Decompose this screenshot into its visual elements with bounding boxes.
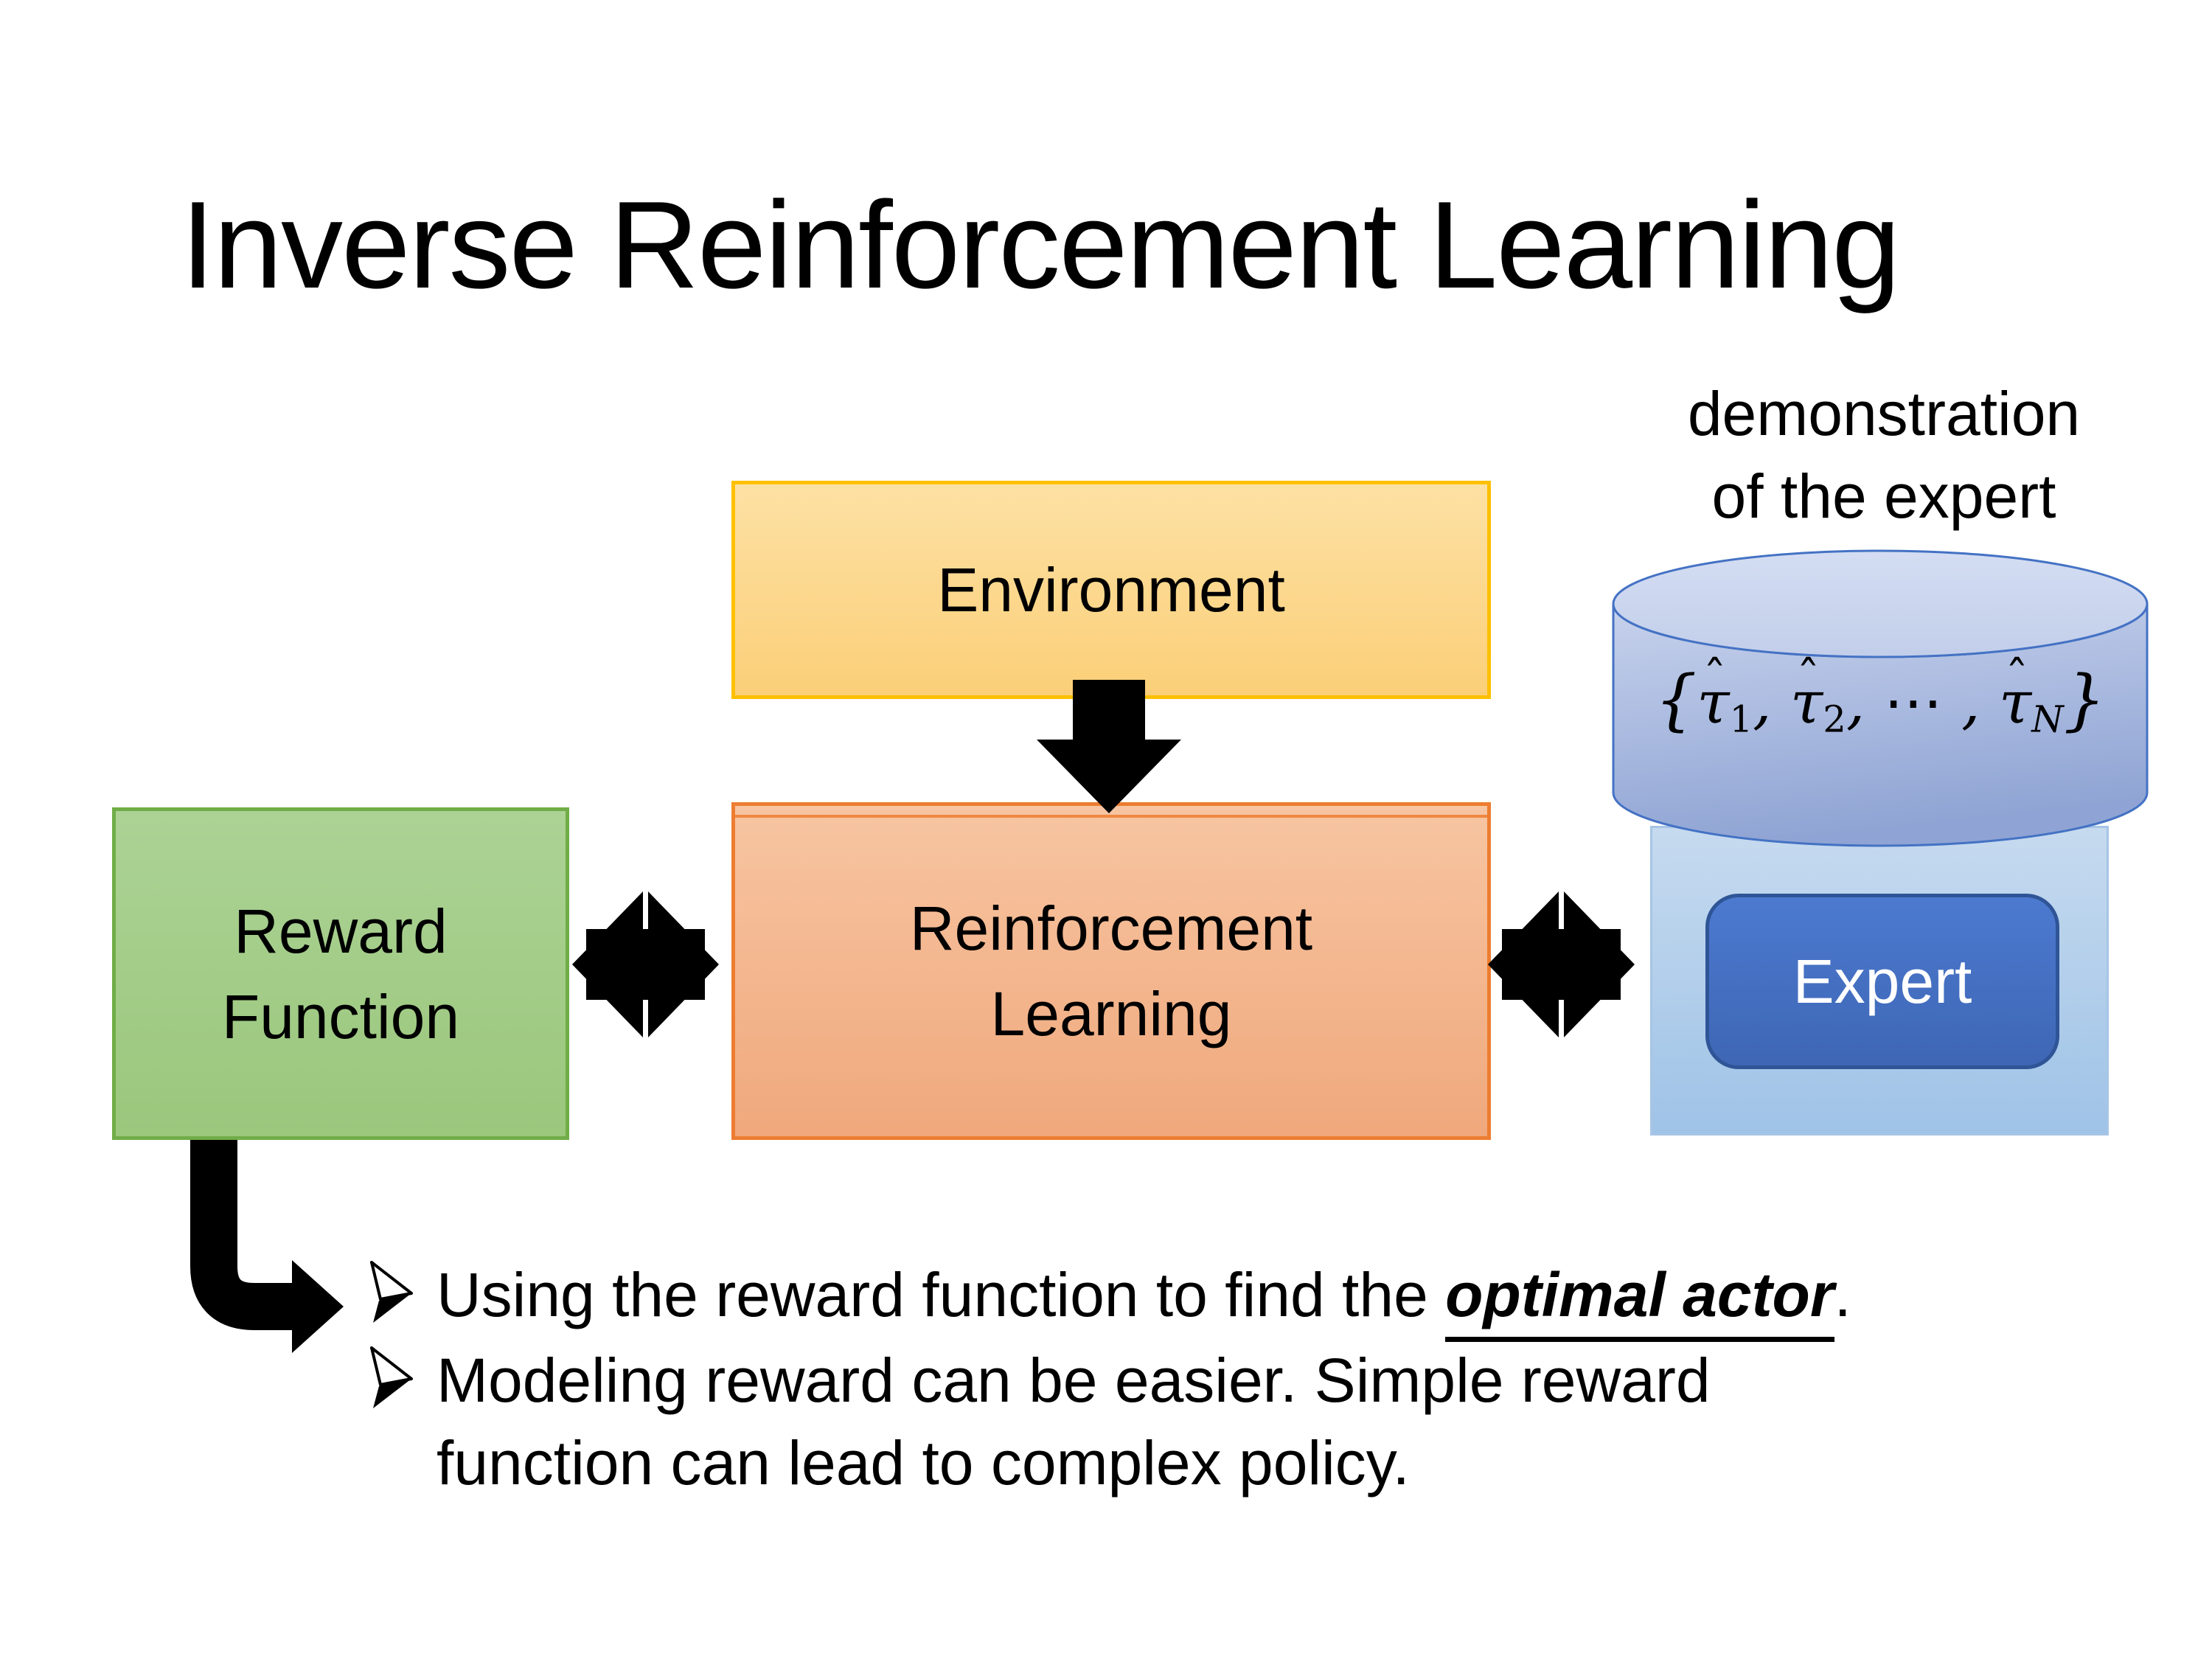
reward-rl-double-arrow-icon [572, 891, 719, 1037]
bullet-text: Modeling reward can be easier. Simple re… [437, 1346, 1711, 1498]
reward-to-bullets-elbow-arrow-icon [190, 1140, 344, 1353]
demonstration-label-line2: of the expert [1711, 462, 2056, 531]
bullet1-text-emphasis: optimal actor [1445, 1260, 1834, 1342]
formula-sub-n: N [2031, 698, 2064, 741]
environment-box: Environment [731, 481, 1491, 699]
formula-open-brace: { [1655, 662, 1697, 739]
rl-box-inner-edge [735, 815, 1487, 818]
rl-label-line1: Reinforcement [909, 894, 1313, 963]
formula-hat-n: ˆ [2005, 652, 2029, 706]
formula-sub-1: 1 [1729, 698, 1753, 741]
rl-label-line2: Learning [990, 979, 1232, 1048]
bullet-text: Using the reward function to find the op… [437, 1253, 1851, 1342]
formula-sub-2: 2 [1823, 698, 1846, 741]
formula-dots: , ⋯ , [1846, 668, 1999, 737]
arrowhead-bullet-icon [370, 1261, 413, 1323]
reward-function-label-line1: Reward [234, 896, 448, 966]
environment-box-label: Environment [937, 555, 1285, 625]
bullet-item-modeling-reward: Modeling reward can be easier. Simple re… [369, 1339, 1917, 1504]
env-to-rl-down-arrow-icon [1037, 680, 1181, 813]
formula-hat-2: ˆ [1796, 652, 1820, 706]
formula-tau-1: τ [1697, 668, 1730, 737]
expert-box-label: Expert [1792, 947, 1972, 1016]
demonstrations-cylinder [1612, 549, 2149, 847]
expert-box: Expert [1705, 894, 2059, 1069]
demonstration-label: demonstration of the expert [1585, 372, 2183, 538]
formula-tau-2: τ [1790, 668, 1823, 737]
bullet1-text-pre: Using the reward function to find the [437, 1260, 1446, 1329]
formula-hat-1: ˆ [1703, 652, 1727, 706]
rl-expert-double-arrow-icon [1488, 891, 1635, 1037]
bullet1-text-post: . [1834, 1260, 1851, 1329]
formula-tau-n: τ [1999, 668, 2032, 737]
reinforcement-learning-box: Reinforcement Learning [731, 802, 1491, 1140]
formula-sep-1: , [1753, 668, 1791, 737]
bullet-item-optimal-actor: Using the reward function to find the op… [369, 1253, 2138, 1342]
arrowhead-bullet-icon [370, 1346, 413, 1408]
reward-function-box: Reward Function [112, 807, 569, 1140]
reward-function-label-line2: Function [221, 981, 460, 1051]
demonstration-label-line1: demonstration [1687, 379, 2081, 448]
formula-close-brace: } [2063, 662, 2106, 739]
page-title: Inverse Reinforcement Learning [181, 175, 1901, 314]
